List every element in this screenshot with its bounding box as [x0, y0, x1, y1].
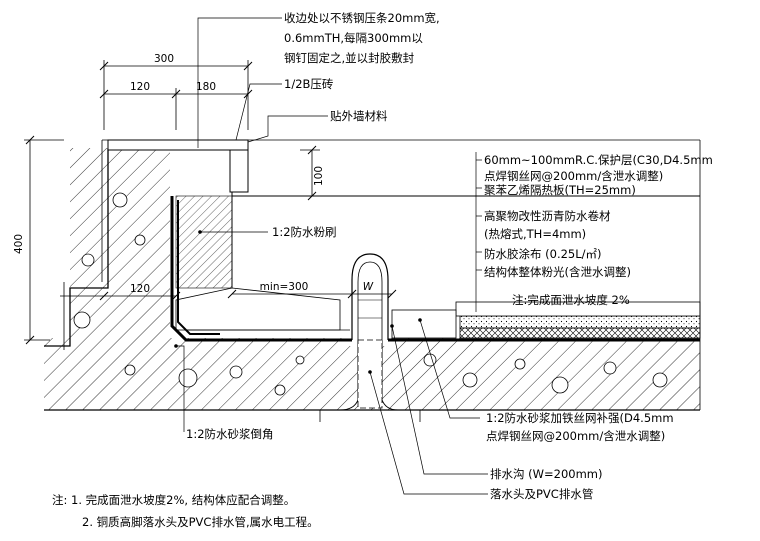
dim-top-total: 300 — [154, 53, 174, 65]
callout-waterproof-plaster: 1:2防水粉刷 — [272, 225, 337, 239]
callout-waterproof-coating: 防水胶涂布 (0.25L/㎡) — [484, 247, 602, 261]
dim-gutter-width: W — [363, 281, 374, 293]
callout-protective-layer-1: 60mm~100mmR.C.保护层(C30,D4.5mm — [484, 153, 713, 167]
callout-steel-strip-3: 钢钉固定之,並以封胶敷封 — [284, 51, 415, 65]
leader-dot-pipe — [368, 370, 372, 374]
callout-structural-finish: 结构体整体粉光(含泄水调整) — [484, 265, 631, 279]
inner-plaster — [232, 196, 700, 288]
membrane-overlap — [177, 200, 220, 335]
callout-insulation: 聚苯乙烯隔热板(TH=25mm) — [484, 183, 636, 197]
drain-head-inner — [357, 261, 383, 340]
callout-membrane-2: (热熔式,TH=4mm) — [484, 227, 586, 241]
leader-dot-mesh — [418, 318, 422, 322]
parapet-wall-concrete — [44, 148, 700, 410]
note-1: 注: 1. 完成面泄水坡度2%, 结构体应配合调整。 — [52, 493, 295, 507]
cap-coping — [107, 139, 249, 151]
callout-drain-pipe: 落水头及PVC排水管 — [490, 487, 593, 501]
callout-membrane-1: 高聚物改性沥青防水卷材 — [484, 209, 611, 223]
dim-left-height: 400 — [13, 234, 25, 254]
callout-wall-finish: 贴外墙材料 — [330, 109, 388, 123]
callout-steel-strip-1: 收边处以不锈钢压条20mm宽, — [284, 11, 440, 25]
dim-min-gap: min=300 — [260, 281, 309, 293]
callout-slope-note: 注:完成面泄水坡度 2% — [512, 293, 630, 307]
insulation-layer — [459, 315, 701, 329]
concrete-aggregate — [73, 192, 668, 396]
drain-head — [351, 253, 389, 340]
leader-dot-chamfer — [174, 344, 178, 348]
xps-board — [459, 327, 701, 339]
callout-gutter: 排水沟 (W=200mm) — [490, 467, 603, 481]
note-2: 2. 铜质高脚落水头及PVC排水管,属水电工程。 — [82, 515, 319, 529]
waterproof-membrane — [170, 196, 352, 342]
wall-outline-outer — [44, 148, 109, 347]
dim-top-left: 120 — [130, 81, 150, 93]
callout-mesh-reinforce-1: 1:2防水砂浆加铁丝网补强(D4.5mm — [486, 411, 674, 425]
leader-dot-plaster — [198, 230, 202, 234]
dim-wall-thickness: 120 — [130, 283, 150, 295]
leader-lines — [176, 17, 488, 495]
callout-protective-layer-2: 点焊钢丝网@200mm/含泄水调整) — [484, 169, 663, 183]
pvc-pipe-body — [357, 339, 383, 409]
callout-steel-strip-2: 0.6mmTH,每隔300mm以 — [284, 31, 423, 45]
dim-top-right: 180 — [196, 81, 216, 93]
dimension-ticks — [25, 61, 397, 345]
dimension-lines — [24, 60, 392, 341]
dim-right-height: 100 — [313, 166, 325, 186]
callout-brick: 1/2B压砖 — [284, 77, 334, 91]
leader-dot-gutter — [390, 324, 394, 328]
callout-mortar-chamfer: 1:2防水砂浆倒角 — [186, 427, 274, 441]
brick-layer — [176, 196, 232, 288]
callout-mesh-reinforce-2: 点焊钢丝网@200mm/含泄水调整) — [486, 429, 665, 443]
